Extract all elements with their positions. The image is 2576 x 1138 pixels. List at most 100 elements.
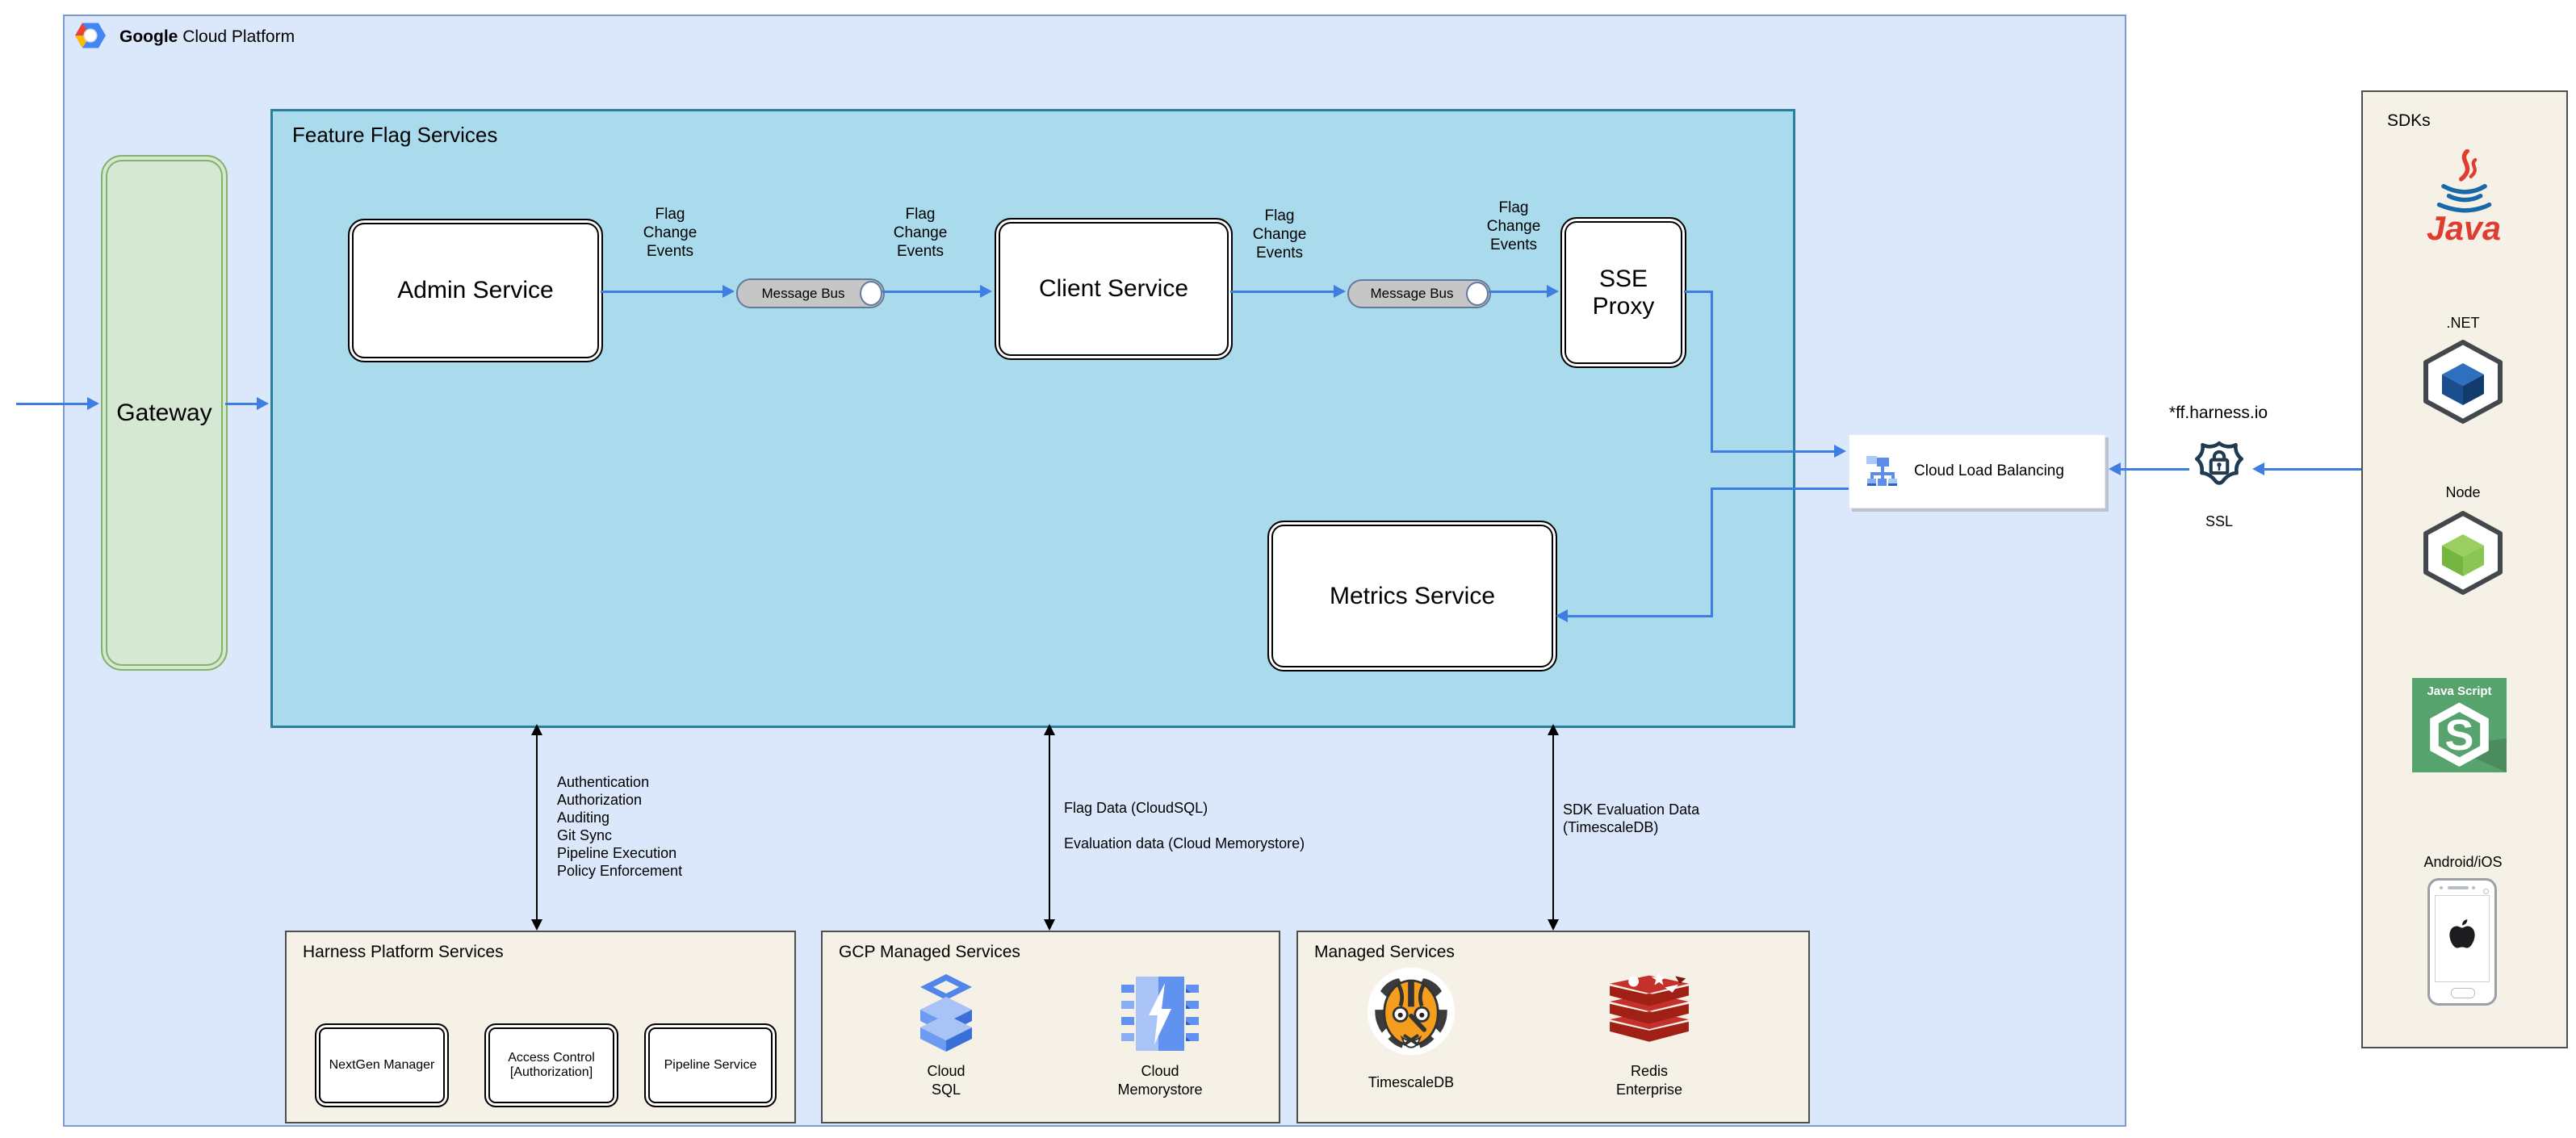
harness-platform-services-title: Harness Platform Services [303, 943, 504, 961]
node-access-control: Access Control [Authorization] [484, 1023, 618, 1107]
flag-change-events-label-2: Flag Change Events [893, 206, 948, 260]
node-label: Node [2445, 484, 2481, 500]
sse-proxy-label: SSE Proxy [1592, 265, 1655, 320]
arrow-sse-clb-seg1 [1684, 291, 1713, 293]
phone-speaker [2448, 886, 2469, 889]
js-s-glyph: S [2445, 711, 2474, 759]
ssl-shield-lock-icon [2194, 441, 2244, 485]
client-service-label: Client Service [1038, 275, 1189, 302]
message-bus-2: Message Bus [1347, 279, 1491, 308]
arrow-sse-clb-seg2 [1711, 291, 1713, 453]
js-title: Java Script [2427, 684, 2492, 698]
node-pipeline-service: Pipeline Service [644, 1023, 777, 1107]
clb-label: Cloud Load Balancing [1914, 462, 2064, 479]
message-bus-1-label: Message Bus [761, 285, 845, 301]
phone-camera [2483, 889, 2489, 894]
javascript-sdk-icon: S Java Script [2412, 678, 2507, 772]
brand-cloud-platform: Cloud Platform [182, 27, 295, 46]
gcp-managed-services-panel [821, 931, 1280, 1123]
phone-home-button [2451, 988, 2475, 998]
node-package-icon [2423, 511, 2503, 595]
evaluation-data-annotation: Evaluation data (Cloud Memorystore) [1064, 835, 1305, 851]
arrow-clb-metrics-seg3 [1567, 615, 1713, 617]
managed-services-title: Managed Services [1314, 943, 1455, 961]
arrow-admin-bus1 [601, 291, 723, 293]
node-cloud-load-balancing: Cloud Load Balancing [1849, 434, 2105, 508]
node-metrics-service: Metrics Service [1267, 521, 1557, 672]
cylinder-cap [860, 281, 882, 306]
arrowhead [87, 397, 99, 410]
apple-logo-icon [2449, 919, 2475, 948]
arrowhead [531, 919, 542, 931]
sdks-title: SDKs [2387, 111, 2431, 130]
dotnet-package-icon [2423, 340, 2503, 424]
ssl-label: SSL [2205, 513, 2234, 529]
node-admin-service: Admin Service [348, 219, 603, 362]
brand-google: Google [119, 27, 178, 46]
phone-sensor [2440, 886, 2443, 889]
cloud-sql-icon [920, 974, 972, 1052]
arrowhead [1556, 609, 1568, 622]
arrowhead [1548, 919, 1559, 931]
gateway-label: Gateway [116, 399, 212, 426]
load-balancer-icon [1866, 456, 1897, 486]
arrowhead [2252, 462, 2264, 475]
arrowhead [723, 285, 735, 298]
arrow-gateway-ffs [225, 403, 258, 405]
flag-change-events-label-4: Flag Change Events [1486, 199, 1541, 253]
mobile-phone-icon [2427, 878, 2497, 1006]
android-ios-label: Android/iOS [2423, 854, 2503, 870]
sdk-evaluation-annotation: SDK Evaluation Data (TimescaleDB) [1563, 801, 1700, 835]
arrow-ssl-clb [2120, 468, 2189, 471]
arrow-sse-clb-seg3 [1711, 450, 1836, 453]
arrow-ffs-gcp-services [1049, 733, 1050, 922]
arrow-ffs-platform [536, 733, 538, 922]
java-wordmark: Java [2427, 210, 2501, 247]
arrow-sdk-ssl [2264, 468, 2361, 471]
access-control-label: Access Control [Authorization] [508, 1051, 595, 1079]
flag-change-events-label-3: Flag Change Events [1252, 207, 1307, 261]
java-sdk-icon: Java [2427, 149, 2501, 247]
arrowhead [1834, 445, 1846, 458]
node-gateway: Gateway [101, 155, 228, 671]
platform-capabilities-list: Authentication Authorization Auditing Gi… [557, 774, 683, 879]
cylinder-cap [1466, 282, 1489, 306]
arrow-bus2-sse [1489, 291, 1548, 293]
node-client-service: Client Service [995, 218, 1233, 360]
arrow-ffs-managed-services [1552, 733, 1554, 922]
pipeline-service-label: Pipeline Service [664, 1058, 757, 1072]
arrow-clb-metrics-seg1 [1711, 487, 1849, 490]
flag-data-annotation: Flag Data (CloudSQL) [1064, 800, 1208, 816]
message-bus-1: Message Bus [736, 278, 885, 308]
message-bus-2-label: Message Bus [1370, 286, 1454, 301]
arrowhead [2109, 462, 2121, 475]
arrowhead [1334, 285, 1346, 298]
flag-change-events-label-1: Flag Change Events [643, 206, 697, 260]
brand-title: Google Cloud Platform [119, 27, 295, 47]
gcp-managed-services-title: GCP Managed Services [839, 943, 1020, 961]
redis-enterprise-icon [1610, 972, 1689, 1042]
gcp-logo-icon [75, 23, 106, 48]
admin-service-label: Admin Service [397, 277, 554, 303]
node-sse-proxy: SSE Proxy [1560, 217, 1686, 368]
arrow-inbound-gateway [16, 403, 89, 405]
node-nextgen-manager: NextGen Manager [315, 1023, 449, 1107]
cloud-memorystore-label: Cloud Memorystore [1117, 1063, 1203, 1098]
arrow-client-bus2 [1230, 291, 1335, 293]
dotnet-label: .NET [2446, 315, 2480, 331]
redis-enterprise-label: Redis Enterprise [1615, 1063, 1683, 1098]
harness-domain-label: *ff.harness.io [2168, 404, 2268, 422]
metrics-service-label: Metrics Service [1329, 582, 1496, 609]
arrowhead [1044, 919, 1055, 931]
arrow-clb-metrics-seg2 [1711, 487, 1713, 617]
arrowhead [1548, 724, 1559, 735]
arrowhead [257, 397, 269, 410]
nextgen-manager-label: NextGen Manager [329, 1058, 435, 1072]
arrowhead [1044, 724, 1055, 735]
phone-screen [2435, 895, 2490, 982]
timescaledb-label: TimescaleDB [1368, 1074, 1455, 1090]
phone-sensor [2472, 886, 2475, 889]
arrowhead [531, 724, 542, 735]
arrowhead [980, 285, 992, 298]
